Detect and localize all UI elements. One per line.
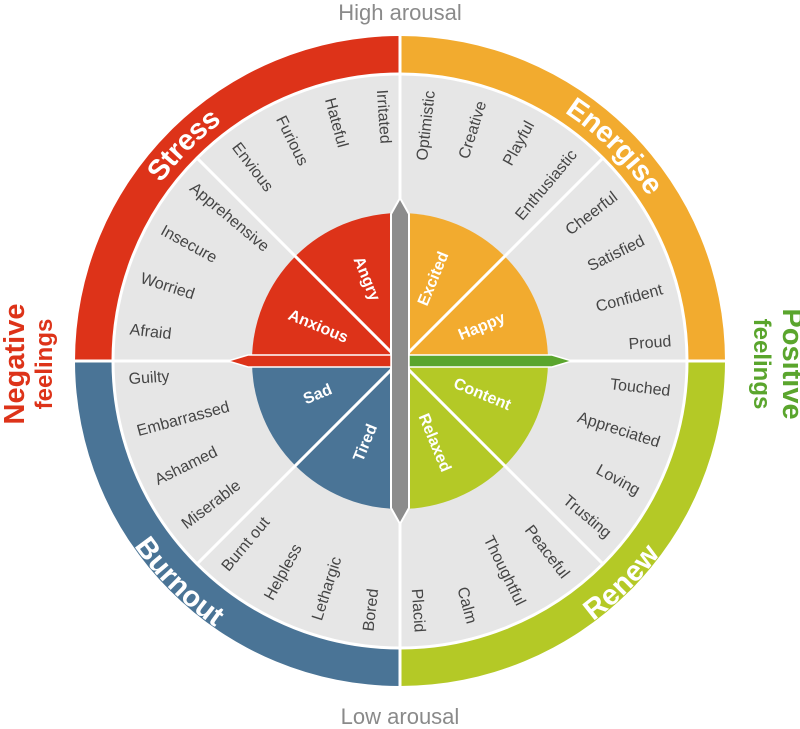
core-tired-sector <box>295 361 400 509</box>
core-content-sector <box>400 361 548 466</box>
high-arousal-label: High arousal <box>338 0 462 25</box>
positive-valence-arrow <box>408 354 575 368</box>
energise-ring-segment <box>400 36 725 361</box>
negative-valence-arrow <box>225 354 392 368</box>
renew-ring-segment <box>400 361 725 686</box>
stress-ring-segment <box>75 36 400 361</box>
divider-line <box>195 156 402 363</box>
emotion-guilty: Guilty <box>128 368 170 388</box>
arousal-axis-arrow <box>390 195 410 527</box>
core-happy-sector <box>400 256 548 361</box>
low-arousal-label: Low arousal <box>341 704 460 729</box>
divider-line <box>195 359 402 566</box>
core-excited-sector <box>400 213 505 361</box>
emotion-bored: Bored <box>360 588 382 632</box>
core-anxious-sector <box>252 256 400 361</box>
emotion-proud: Proud <box>628 333 672 353</box>
divider-line <box>398 156 605 363</box>
positive-feelings-subtitle: feelings <box>748 319 775 410</box>
core-sad-sector <box>252 361 400 466</box>
divider-line <box>398 359 605 566</box>
emotion-placid: Placid <box>408 588 428 633</box>
core-angry-sector <box>295 213 400 361</box>
negative-feelings-title: Negative <box>0 304 31 425</box>
positive-feelings-title: Positive <box>776 308 800 419</box>
emotion-afraid: Afraid <box>129 321 172 343</box>
emotion-irritated: Irritated <box>373 89 394 144</box>
burnout-ring-segment <box>75 361 400 686</box>
emotion-touched: Touched <box>609 376 671 400</box>
ring-border <box>111 72 689 650</box>
core-relaxed-sector <box>400 361 505 509</box>
negative-feelings-subtitle: feelings <box>31 319 58 410</box>
